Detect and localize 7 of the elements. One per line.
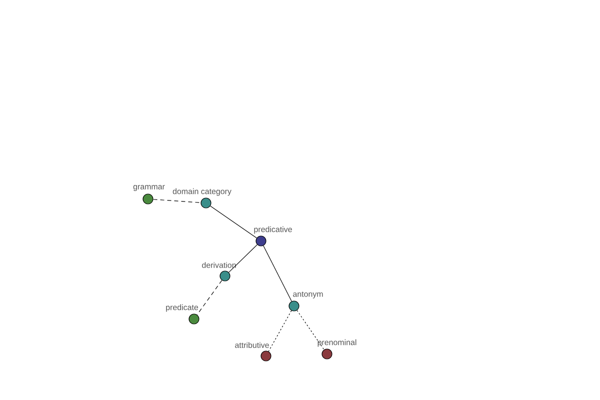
connector — [153, 199, 202, 203]
connector — [296, 310, 324, 350]
connector — [196, 280, 222, 315]
connector — [268, 310, 292, 352]
connector — [263, 245, 292, 302]
connector — [210, 206, 257, 238]
connector — [228, 244, 258, 273]
